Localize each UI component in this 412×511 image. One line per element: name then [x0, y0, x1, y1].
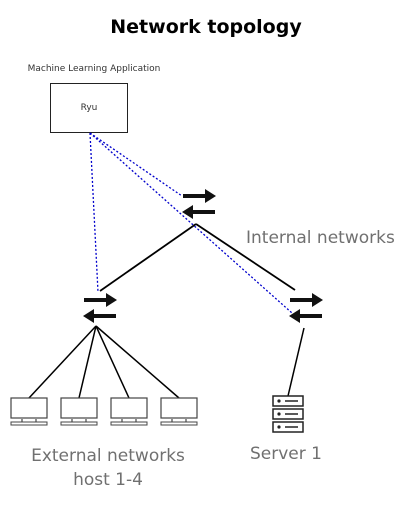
link-core-external-switch — [99, 223, 197, 292]
monitor-icon[interactable] — [60, 397, 98, 426]
switch-arrows-icon[interactable] — [182, 189, 216, 219]
link-switch-host-2 — [78, 325, 97, 399]
page-title: Network topology — [110, 16, 302, 38]
application-label: Machine Learning Application — [27, 64, 161, 74]
link-core-server-switch — [195, 223, 296, 291]
switch-arrows-icon[interactable] — [289, 293, 323, 323]
server-rack-icon[interactable] — [272, 395, 304, 433]
link-switch-host-1 — [28, 325, 97, 399]
link-switch-server — [287, 327, 305, 397]
external-networks-label-line2: host 1-4 — [73, 470, 143, 490]
external-networks-label-line1: External networks — [31, 446, 185, 466]
link-switch-host-4 — [95, 325, 180, 399]
monitor-icon[interactable] — [110, 397, 148, 426]
internal-networks-label: Internal networks — [246, 228, 395, 248]
link-switch-host-3 — [95, 325, 130, 399]
monitor-icon[interactable] — [10, 397, 48, 426]
control-link-ryu-external-switch — [89, 132, 99, 293]
controller-label: Ryu — [80, 103, 98, 113]
external-networks-label: External networks host 1-4 — [18, 444, 198, 492]
monitor-icon[interactable] — [160, 397, 198, 426]
control-link-ryu-core-switch — [89, 132, 183, 197]
controller-node[interactable]: Ryu — [50, 83, 128, 133]
control-link-ryu-server-switch — [89, 132, 293, 314]
switch-arrows-icon[interactable] — [83, 293, 117, 323]
server-label: Server 1 — [250, 444, 322, 464]
